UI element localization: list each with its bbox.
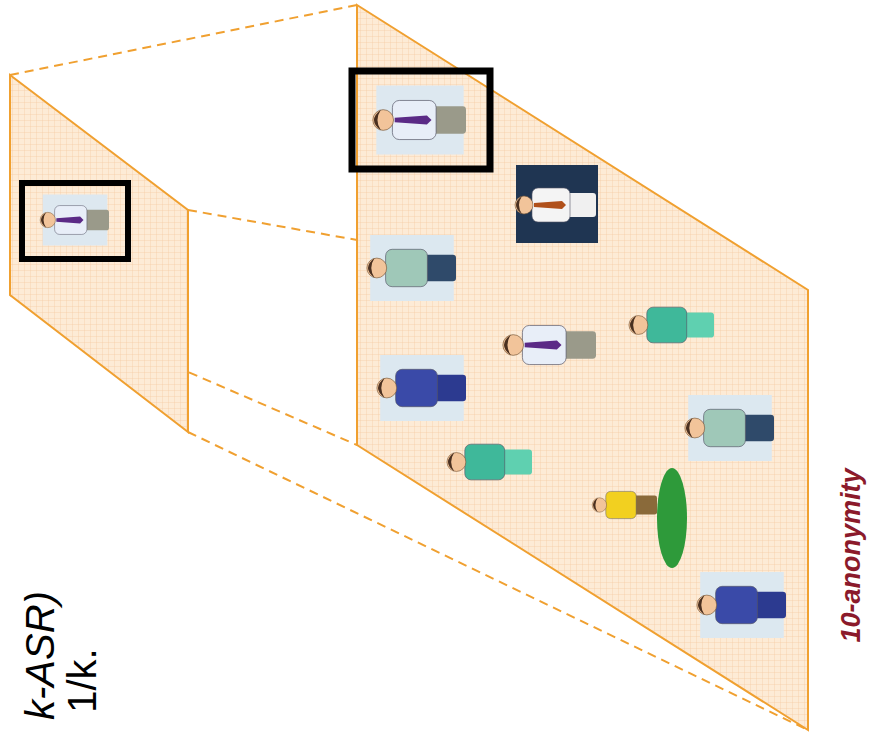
person-figure [367,235,456,301]
person-figure [447,444,532,480]
slide-text: 1/k. [59,648,104,712]
highlight-box [352,71,490,169]
slide-text: k-ASR) [18,591,63,720]
person-figure [515,188,596,222]
highlight-box [22,183,128,259]
person-figure [592,491,657,518]
small-frame [10,75,188,432]
person-figure [373,86,466,155]
large-frame [357,5,808,730]
person-figure [40,195,109,246]
anonymity-label: 10-anonymity [836,468,867,642]
perspective-lines [10,5,808,730]
person-figure [629,307,714,343]
person-figure [685,395,774,461]
navy-backdrop [516,165,598,243]
person-figure [503,325,596,364]
person-figure [377,355,466,421]
person-figure [697,572,786,638]
golf-green [657,468,687,568]
